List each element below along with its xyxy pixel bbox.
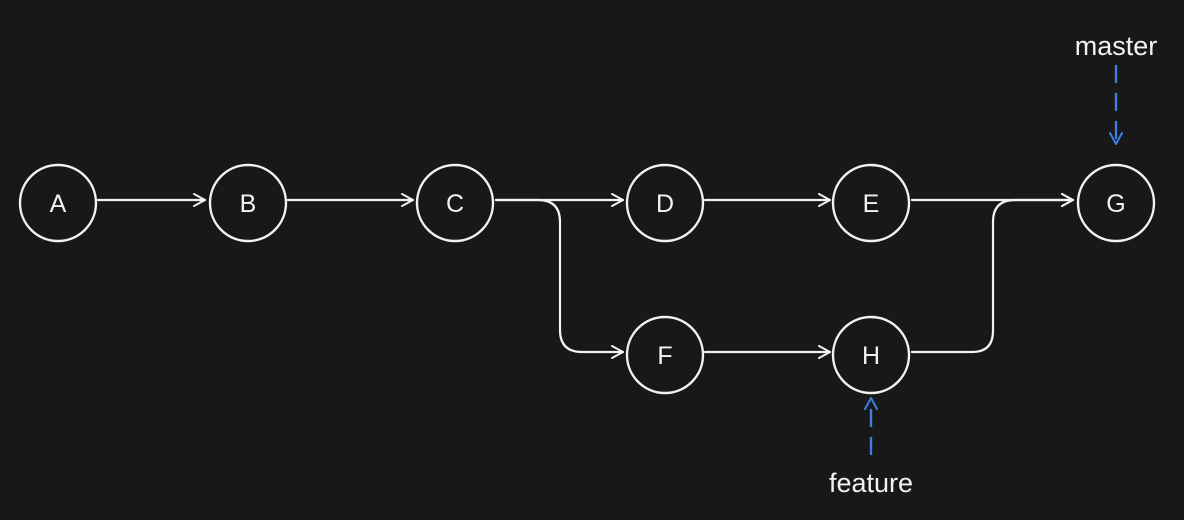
commit-label-c: C: [446, 190, 464, 218]
commit-label-a: A: [50, 190, 67, 218]
commit-node-c: C: [415, 163, 495, 243]
commit-node-e: E: [831, 163, 911, 243]
commit-node-d: D: [625, 163, 705, 243]
commit-node-g: G: [1076, 163, 1156, 243]
branch-ref-master: master: [1075, 31, 1158, 146]
commit-node-a: A: [18, 163, 98, 243]
commit-label-f: F: [657, 342, 672, 370]
commit-node-b: B: [208, 163, 288, 243]
commit-label-d: D: [656, 190, 674, 218]
commit-label-h: H: [862, 342, 880, 370]
commit-node-h: H: [831, 315, 911, 395]
commit-edges: [96, 193, 1075, 359]
branch-label-feature: feature: [829, 468, 913, 498]
edge-h-g: [910, 193, 1075, 354]
commit-label-b: B: [240, 190, 257, 218]
commit-label-e: E: [863, 190, 880, 218]
commit-node-f: F: [625, 315, 705, 395]
branch-label-master: master: [1075, 31, 1158, 61]
branch-ref-feature: feature: [829, 396, 913, 498]
commit-label-g: G: [1106, 190, 1125, 218]
edge-c-f: [494, 198, 625, 359]
